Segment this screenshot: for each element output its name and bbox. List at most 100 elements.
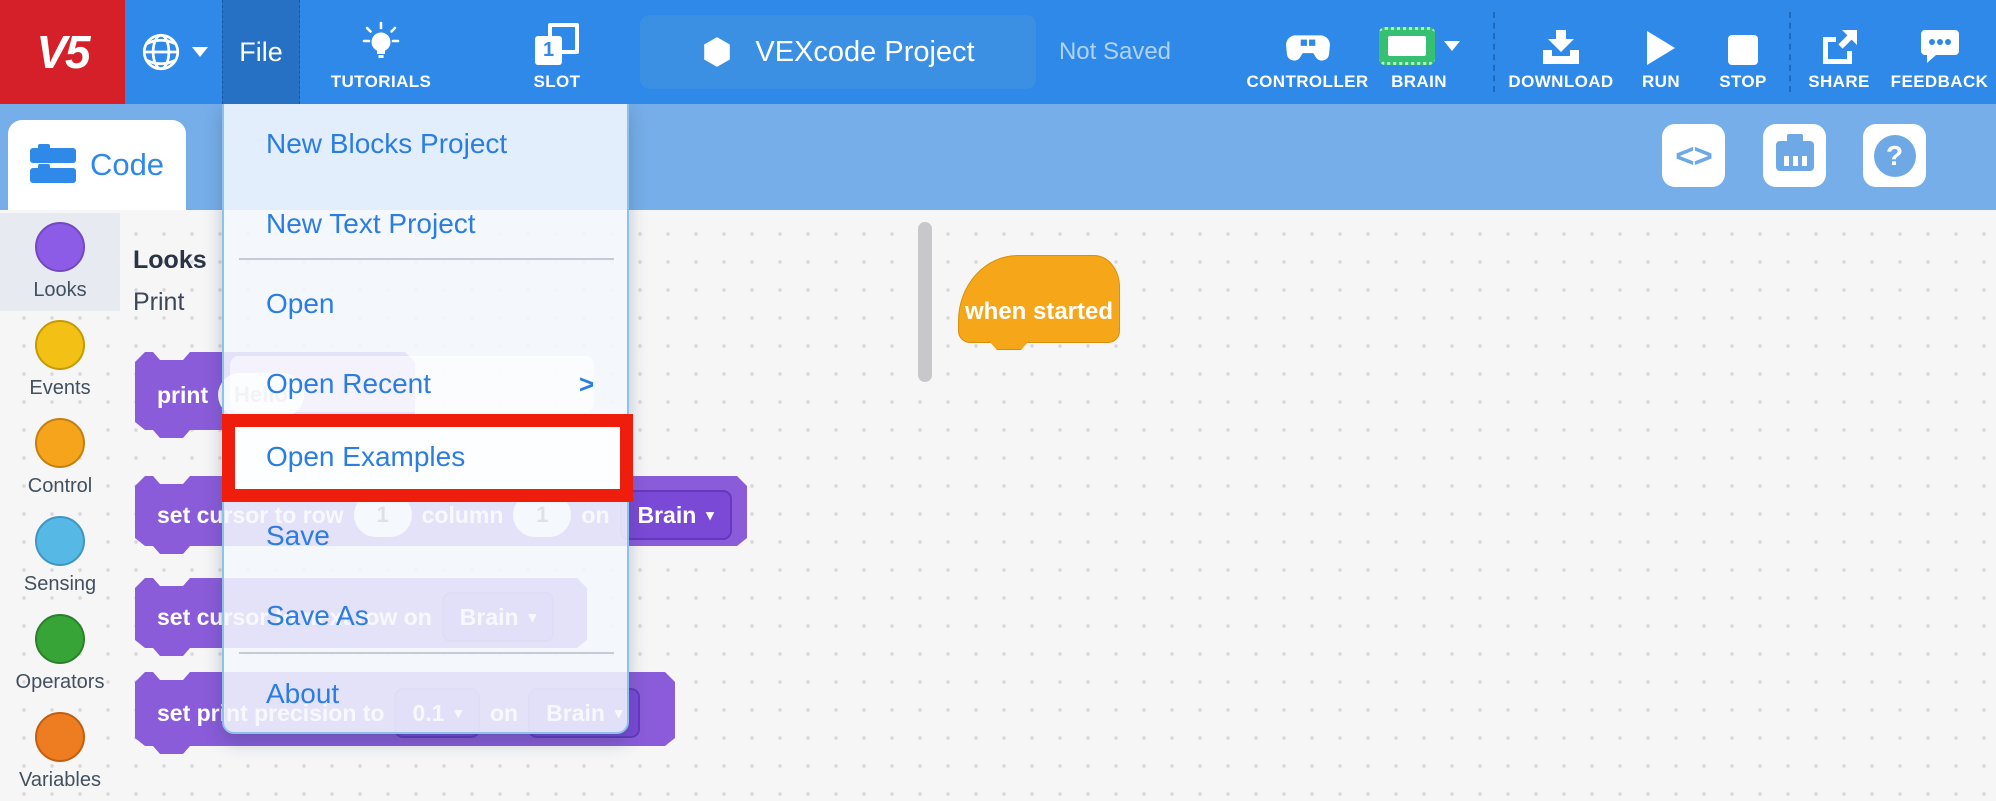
sidebar-item-operators[interactable]: Operators — [0, 605, 120, 703]
device-info-button[interactable] — [1763, 124, 1826, 187]
menu-separator — [239, 652, 614, 654]
top-toolbar: V5 File TUTORIALS 1 — [0, 0, 1996, 104]
save-status: Not Saved — [1058, 38, 1172, 65]
hexagon-icon — [704, 37, 731, 67]
palette-section-label: Print — [133, 288, 185, 316]
menu-item-label: Open Examples — [266, 441, 466, 472]
code-brackets-icon: <> — [1675, 136, 1713, 174]
slot-label: SLOT — [533, 72, 581, 91]
sidebar-item-events[interactable]: Events — [0, 311, 120, 409]
run-button[interactable]: RUN — [1622, 0, 1700, 104]
tutorials-button[interactable]: TUTORIALS — [302, 0, 460, 104]
submenu-arrow-icon: > — [579, 368, 595, 399]
stop-icon — [1728, 35, 1758, 65]
control-category-icon — [35, 418, 85, 468]
menu-item-label: Save As — [266, 600, 369, 631]
menu-item-save[interactable]: Save — [224, 508, 627, 564]
menu-item-label: New Text Project — [266, 208, 476, 239]
code-tab-label: Code — [89, 147, 165, 182]
run-icon — [1647, 31, 1675, 65]
language-globe-button[interactable] — [125, 0, 222, 104]
when-started-label: when started — [964, 298, 1114, 325]
menu-item-label: Open Recent — [266, 368, 431, 399]
menu-item-new-blocks-project[interactable]: New Blocks Project — [224, 116, 627, 172]
brain-chevron-down-icon[interactable] — [1443, 41, 1460, 51]
menu-separator — [239, 258, 614, 260]
question-mark-icon: ? — [1873, 134, 1916, 177]
menu-item-label: Save — [266, 520, 330, 551]
brain-port-icon — [1775, 133, 1814, 171]
menu-item-open-recent[interactable]: Open Recent > — [224, 356, 627, 412]
globe-icon — [142, 33, 180, 71]
code-view-toggle-button[interactable]: <> — [1662, 124, 1725, 187]
toolbar-divider — [1789, 12, 1791, 92]
sidebar-item-variables[interactable]: Variables — [0, 703, 120, 801]
menu-item-save-as[interactable]: Save As — [224, 588, 627, 644]
category-label: Looks — [33, 279, 87, 301]
brain-label: BRAIN — [1391, 72, 1447, 91]
feedback-button[interactable]: FEEDBACK — [1883, 0, 1996, 104]
palette-scrollbar[interactable] — [918, 222, 932, 382]
download-button[interactable]: DOWNLOAD — [1505, 0, 1617, 104]
sidebar-item-control[interactable]: Control — [0, 409, 120, 507]
blocks-code-icon — [29, 143, 76, 183]
operators-category-icon — [35, 614, 85, 664]
controller-button[interactable]: CONTROLLER — [1246, 0, 1368, 104]
file-menu-label: File — [239, 36, 283, 67]
project-title: VEXcode Project — [755, 35, 975, 68]
lightbulb-icon — [362, 21, 400, 58]
stop-label: STOP — [1719, 72, 1767, 91]
sensing-category-icon — [35, 516, 85, 566]
download-label: DOWNLOAD — [1508, 72, 1614, 91]
sidebar-item-looks[interactable]: Looks — [0, 213, 120, 311]
secondary-toolbar: Code <> ? — [0, 104, 1996, 210]
feedback-label: FEEDBACK — [1890, 72, 1989, 91]
share-icon — [1823, 30, 1857, 64]
when-started-block[interactable]: when started — [958, 255, 1120, 343]
dropdown-value: Brain — [637, 501, 697, 528]
file-menu-button[interactable]: File — [222, 0, 300, 104]
brain-button[interactable]: BRAIN — [1368, 0, 1470, 104]
tutorials-label: TUTORIALS — [330, 72, 432, 91]
menu-item-about[interactable]: About — [224, 666, 627, 722]
toolbar-divider — [1493, 12, 1495, 92]
controller-icon — [1285, 35, 1330, 61]
slot-button[interactable]: 1 SLOT — [497, 0, 617, 104]
block-label: print — [157, 381, 209, 408]
looks-category-icon — [35, 222, 85, 272]
menu-item-label: New Blocks Project — [266, 128, 508, 159]
chevron-down-icon — [192, 47, 208, 57]
run-label: RUN — [1641, 72, 1681, 91]
share-button[interactable]: SHARE — [1797, 0, 1881, 104]
sidebar-item-sensing[interactable]: Sensing — [0, 507, 120, 605]
block-dropdown[interactable]: Brain ▾ — [620, 490, 732, 540]
stop-button[interactable]: STOP — [1702, 0, 1784, 104]
menu-item-new-text-project[interactable]: New Text Project — [224, 196, 627, 252]
help-button[interactable]: ? — [1863, 124, 1926, 187]
menu-item-label: About — [266, 678, 340, 709]
events-category-icon — [35, 320, 85, 370]
category-label: Events — [29, 377, 91, 399]
menu-item-open-examples[interactable]: Open Examples — [224, 429, 627, 485]
project-title-button[interactable]: VEXcode Project — [640, 15, 1036, 89]
menu-item-label: Open — [266, 288, 335, 319]
vex-v5-logo: V5 — [0, 0, 125, 104]
tab-code[interactable]: Code — [8, 120, 186, 210]
category-label: Operators — [15, 671, 105, 693]
share-label: SHARE — [1808, 72, 1870, 91]
dropdown-caret-icon: ▾ — [706, 507, 714, 524]
download-icon — [1543, 30, 1579, 64]
annotation-highlight-box — [222, 414, 633, 502]
slot-icon: 1 — [535, 23, 579, 65]
category-label: Sensing — [23, 573, 97, 595]
feedback-icon — [1920, 30, 1959, 63]
category-label: Control — [27, 475, 93, 497]
palette-category-header: Looks — [133, 246, 207, 274]
brain-icon — [1378, 27, 1435, 65]
category-label: Variables — [19, 769, 101, 791]
variables-category-icon — [35, 712, 85, 762]
menu-item-open[interactable]: Open — [224, 276, 627, 332]
controller-label: CONTROLLER — [1246, 72, 1369, 91]
